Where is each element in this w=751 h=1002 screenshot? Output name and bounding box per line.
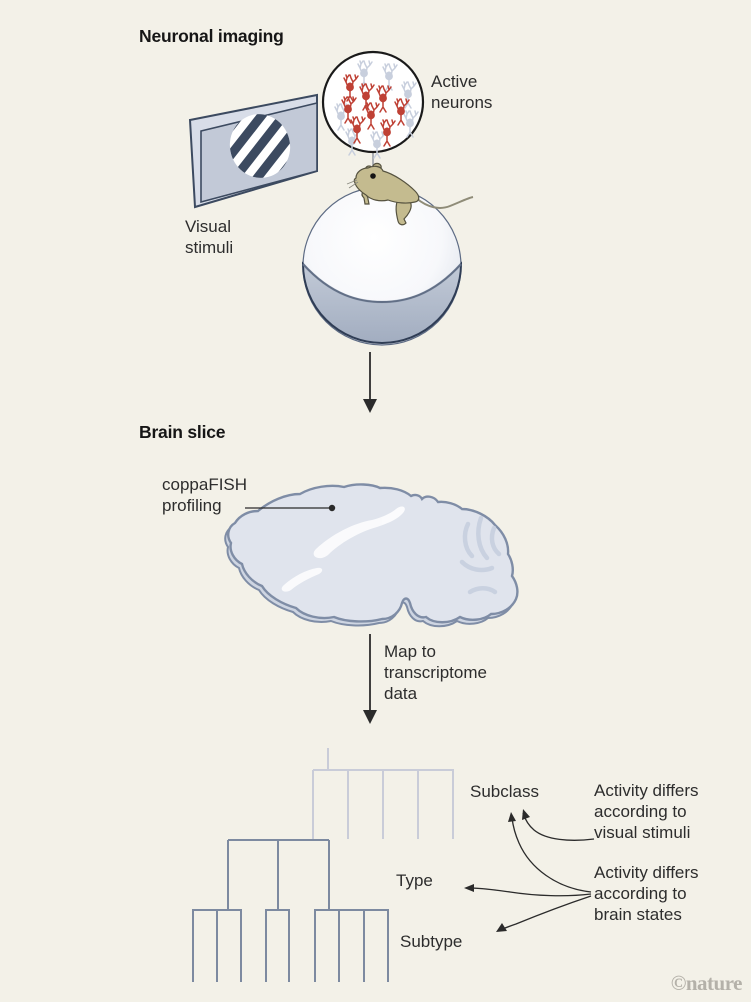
- brain-slice-heading: Brain slice: [139, 422, 226, 442]
- dendrogram-level-subclass: [312, 748, 454, 840]
- curved-arrow-brain-to-type: [468, 887, 592, 897]
- activity-brain-states-annotation: Activity differs according to brain stat…: [594, 863, 699, 924]
- coppafish-pointer: [245, 504, 336, 512]
- map-to-transcriptome-label: Map to transcriptome data: [384, 642, 487, 703]
- monitor-icon: [188, 93, 318, 209]
- nature-watermark: ©nature: [670, 971, 743, 995]
- bowl-holder: [301, 261, 463, 344]
- brain-under-rim: [224, 487, 516, 628]
- active-neurons-label: Active neurons: [431, 72, 493, 112]
- type-label: Type: [396, 871, 433, 890]
- dendrogram-levels-type-subtype: [192, 839, 389, 982]
- inactive-neuron-icons: [334, 60, 419, 159]
- grating-stimulus-icon: [222, 107, 298, 185]
- mouse-ear: [372, 162, 382, 172]
- active-neurons-magnifier: [321, 50, 425, 174]
- coppafish-label: coppaFISH profiling: [162, 475, 248, 515]
- brain-highlights: [281, 506, 405, 592]
- curved-arrow-brain-to-subtype: [499, 895, 592, 931]
- mouse-illustration: [346, 162, 474, 226]
- active-neuron-icons: [341, 74, 410, 147]
- subclass-label: Subclass: [470, 782, 539, 801]
- curved-arrow-visual-to-subclass: [522, 812, 595, 841]
- cerebellum-folds: [459, 515, 502, 595]
- down-arrow-icon: [363, 634, 377, 724]
- visual-stimuli-label: Visual stimuli: [185, 217, 234, 257]
- mouse-tail: [415, 196, 474, 209]
- down-arrow-icon: [363, 352, 377, 413]
- mouse-whiskers: [346, 179, 359, 189]
- neuronal-imaging-heading: Neuronal imaging: [139, 26, 284, 46]
- subtype-label: Subtype: [400, 932, 463, 951]
- brain-illustration: [224, 483, 519, 628]
- pointer-dot: [328, 504, 336, 512]
- ball-illustration: [301, 186, 463, 346]
- curved-arrow-brain-to-subclass: [511, 817, 592, 893]
- mouse-ear: [365, 165, 374, 173]
- activity-visual-stimuli-annotation: Activity differs according to visual sti…: [594, 781, 699, 842]
- mouse-eye: [370, 173, 376, 179]
- annotation-arrows: [464, 809, 595, 932]
